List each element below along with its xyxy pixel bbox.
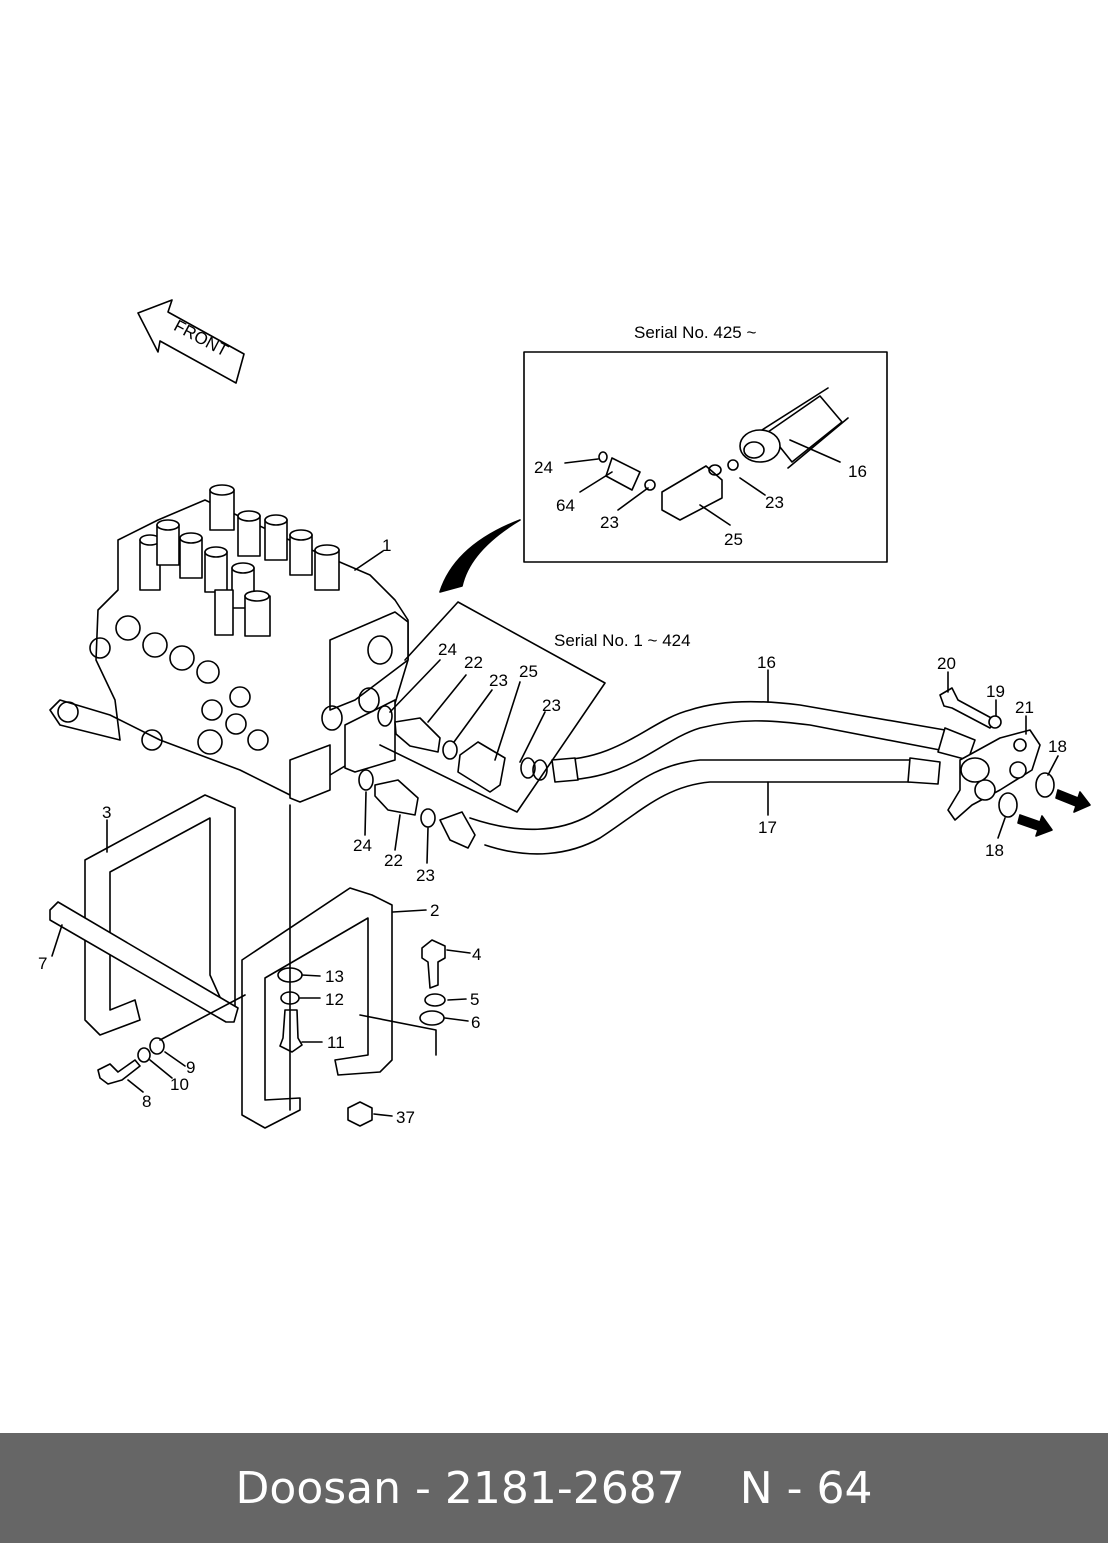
bolt-8: [97, 1059, 141, 1085]
callout: 23: [765, 493, 784, 512]
callout: 24: [534, 458, 553, 477]
callout: 21: [1015, 698, 1034, 717]
nut-37: [347, 1101, 373, 1127]
oring-24-lower: [358, 769, 374, 791]
callout: 23: [600, 513, 619, 532]
callout: 17: [758, 818, 777, 837]
adapter-22-upper: [394, 717, 441, 753]
hose-16: [551, 700, 976, 783]
control-valve-block: [49, 499, 409, 803]
callout: 20: [937, 654, 956, 673]
lower-group-title: Serial No. 1 ~ 424: [554, 631, 691, 650]
lower-group-frame: [379, 601, 606, 813]
callout: 23: [489, 671, 508, 690]
callout: 19: [986, 682, 1005, 701]
inset-oring-23a: [727, 459, 739, 471]
callout: 1: [382, 536, 391, 555]
valve-ports: [57, 615, 393, 755]
bolt-11: [279, 1009, 303, 1053]
footer-page-number: N - 64: [739, 1462, 873, 1514]
callout: 3: [102, 803, 111, 822]
callout: 22: [464, 653, 483, 672]
callout: 11: [327, 1033, 345, 1052]
inset-frame: [523, 351, 888, 563]
valve-spools: [139, 484, 340, 637]
callout: 37: [396, 1108, 415, 1127]
callout: 25: [724, 530, 743, 549]
callout: 8: [142, 1092, 151, 1111]
footer-bar: Doosan - 2181-2687 N - 64: [0, 1433, 1108, 1543]
bracket-2: [241, 887, 393, 1129]
callout: 24: [438, 640, 457, 659]
callout: 12: [325, 990, 344, 1009]
callout: 6: [471, 1013, 480, 1032]
front-arrow-icon: [137, 299, 245, 384]
washer-5: [424, 993, 446, 1007]
inset-elbow-25: [661, 464, 723, 521]
callout: 16: [757, 653, 776, 672]
callout: 25: [519, 662, 538, 681]
callout: 13: [325, 967, 344, 986]
elbow-25-lower: [457, 741, 506, 793]
flow-arrow-upper: [1055, 789, 1091, 813]
washer-6: [419, 1010, 445, 1026]
bolt-4: [421, 939, 446, 989]
oring-23-upper: [442, 740, 458, 760]
inset-pointer: [439, 519, 521, 593]
oring-23-b: [520, 757, 536, 779]
parts-diagram: FRONT Serial No. 425 ~ Serial No. 1 ~ 42…: [38, 299, 1091, 1129]
footer-part-number: Doosan - 2181-2687: [235, 1462, 685, 1514]
callout: 10: [170, 1075, 189, 1094]
callout: 23: [416, 866, 435, 885]
oring-18-lower: [998, 792, 1018, 818]
callout: 4: [472, 945, 481, 964]
flange-21: [947, 729, 1041, 821]
hose-17: [439, 757, 941, 855]
inset-title: Serial No. 425 ~: [634, 323, 756, 342]
callout: 23: [542, 696, 561, 715]
washer-9: [149, 1037, 165, 1055]
callout: 64: [556, 496, 575, 515]
washer-10: [137, 1047, 151, 1063]
callout: 18: [1048, 737, 1067, 756]
callout: 24: [353, 836, 372, 855]
inset-hose-16: [739, 387, 849, 469]
oring-24-upper: [377, 705, 393, 727]
callout: 18: [985, 841, 1004, 860]
callout: 2: [430, 901, 439, 920]
callout: 22: [384, 851, 403, 870]
washer-19: [988, 715, 1002, 729]
oring-18-upper: [1035, 772, 1055, 798]
flow-arrow-lower: [1017, 814, 1053, 837]
inset-fitting-64: [598, 451, 641, 491]
adapter-22-lower: [374, 779, 419, 816]
callout: 16: [848, 462, 867, 481]
oring-23-lower: [420, 808, 436, 828]
callout: 7: [38, 954, 47, 973]
bracket-3: [84, 794, 236, 1036]
inset-oring-23b: [644, 479, 656, 491]
callout: 9: [186, 1058, 195, 1077]
callout: 5: [470, 990, 479, 1009]
bar-7: [49, 901, 239, 1023]
